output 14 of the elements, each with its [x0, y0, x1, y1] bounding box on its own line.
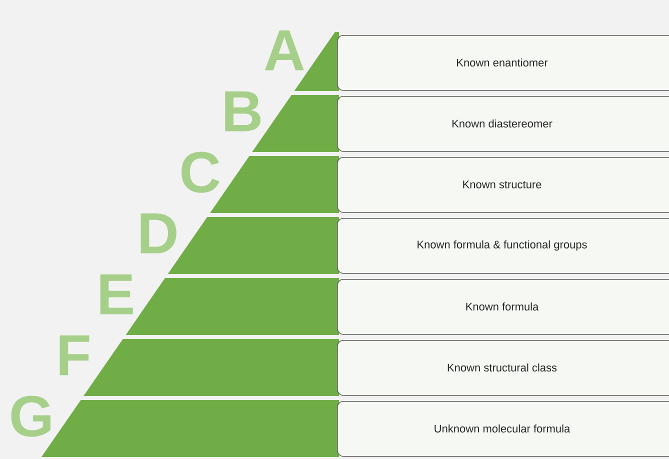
level-letter: F — [60, 335, 90, 376]
level-letter: D — [140, 213, 176, 254]
level-letter: E — [100, 274, 133, 314]
level-box: Known diastereomer — [337, 96, 669, 152]
level-box: Known structure — [337, 157, 669, 213]
level-letter: A — [264, 30, 304, 70]
level-box: Known formula & functional groups — [337, 218, 669, 274]
level-letter: G — [11, 396, 50, 437]
level-box: Known structural class — [337, 340, 669, 396]
level-box: Known formula — [337, 279, 669, 335]
level-letter: B — [225, 91, 261, 132]
level-box: Unknown molecular formula — [337, 401, 669, 457]
level-letter: C — [182, 152, 220, 193]
level-box: Known enantiomer — [337, 35, 669, 91]
